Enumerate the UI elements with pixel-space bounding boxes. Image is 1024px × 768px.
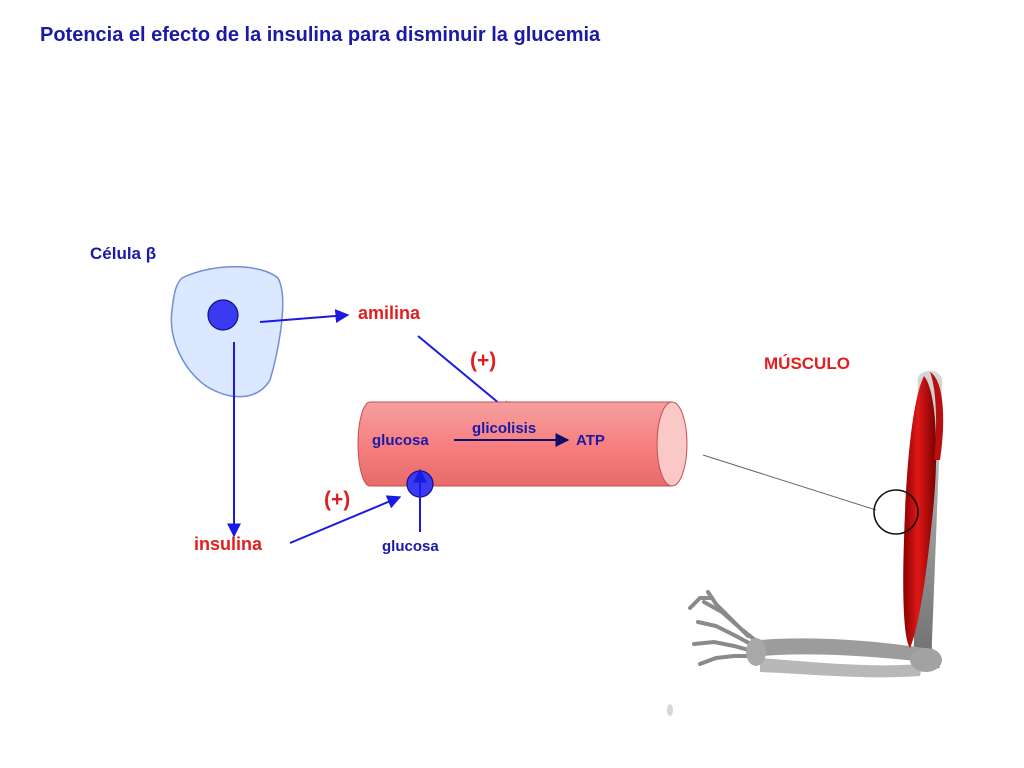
glucose-inside-label: glucosa [372,432,429,449]
glycolysis-label: glicolisis [472,420,537,437]
arrow-amylin-to-glycolysis [417,335,514,415]
plus-sign-bottom: (+) [324,488,351,511]
atp-label: ATP [576,432,605,449]
arrow-to-amylin [259,309,350,323]
beta-cell-nucleus [207,299,239,331]
page-title: Potencia el efecto de la insulina para d… [40,24,601,46]
zoom-line [702,454,877,511]
muscle-fiber-end [656,401,688,487]
muscle-fiber [357,401,673,487]
arm-illustration [667,370,944,716]
glucose-outside-label: glucosa [382,538,439,555]
beta-cell-label: Célula β [90,244,157,263]
plus-sign-top: (+) [470,349,497,372]
muscle-label: MÚSCULO [764,354,850,373]
arrow-insulin-to-transporter [289,495,402,544]
amylin-label: amilina [358,303,421,323]
beta-cell-body [170,266,284,398]
insulin-label: insulina [194,534,263,554]
zoom-circle [873,489,919,535]
